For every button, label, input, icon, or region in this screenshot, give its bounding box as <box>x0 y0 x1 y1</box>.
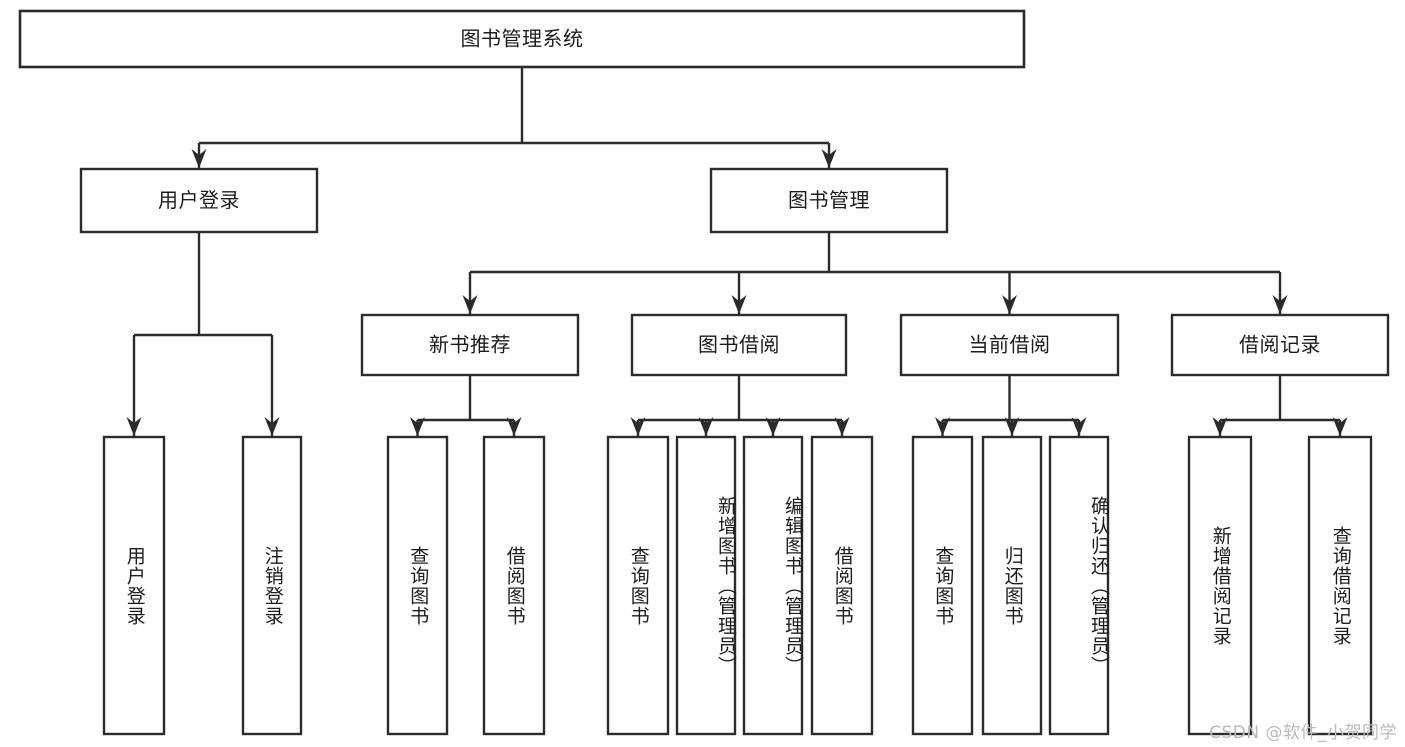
node-box <box>102 435 166 736</box>
edge-arrowhead <box>765 417 781 436</box>
csdn-watermark: CSDN @软件_小贺同学 <box>1209 723 1397 743</box>
node-box <box>742 435 804 736</box>
edge-arrowhead <box>191 149 207 168</box>
edge-arrowhead <box>1002 295 1017 314</box>
edge-arrowhead <box>821 149 837 168</box>
edge-arrowhead <box>1212 417 1228 436</box>
edge-arrowhead <box>630 417 646 436</box>
edge-arrowhead <box>410 417 425 436</box>
node-borrow-record[interactable]: 借阅记录 <box>1170 313 1390 377</box>
node-leaf-add-record[interactable] <box>1187 435 1253 736</box>
node-label: 图书借阅 <box>698 333 780 357</box>
node-label: 图书管理 <box>788 188 870 212</box>
node-book-mgmt[interactable]: 图书管理 <box>709 167 949 234</box>
node-leaf-query-book-2[interactable] <box>606 435 670 736</box>
edge-arrowhead <box>698 417 714 436</box>
edge-arrowhead <box>834 417 850 436</box>
edge-arrowhead <box>731 295 747 314</box>
node-box <box>1187 435 1253 736</box>
node-label: 当前借阅 <box>969 333 1051 357</box>
node-box <box>79 167 319 234</box>
node-leaf-user-login[interactable] <box>102 435 166 736</box>
node-new-book-rec[interactable]: 新书推荐 <box>360 313 580 377</box>
node-box <box>1307 435 1373 736</box>
edge-arrowhead <box>126 417 142 436</box>
node-leaf-query-record[interactable] <box>1307 435 1373 736</box>
node-current-borrow[interactable]: 当前借阅 <box>899 313 1120 377</box>
edge-arrowhead <box>935 417 950 436</box>
node-label: 用户登录 <box>158 188 240 212</box>
node-leaf-add-book[interactable] <box>675 435 737 736</box>
node-box <box>386 435 449 736</box>
edge-arrowhead <box>1272 295 1288 314</box>
node-box <box>1048 435 1110 736</box>
node-label: 借阅记录 <box>1239 333 1321 357</box>
node-leaf-return-book[interactable] <box>981 435 1043 736</box>
edge-arrowhead <box>1332 417 1348 436</box>
node-box <box>630 313 848 377</box>
node-box <box>606 435 670 736</box>
node-box <box>981 435 1043 736</box>
node-leaf-borrow-book-2[interactable] <box>810 435 874 736</box>
node-leaf-query-book-3[interactable] <box>911 435 974 736</box>
node-leaf-query-book-1[interactable] <box>386 435 449 736</box>
edge-layer <box>126 67 1348 436</box>
edge-arrowhead <box>462 295 478 314</box>
edge-arrowhead <box>1071 417 1087 436</box>
node-leaf-confirm-return[interactable] <box>1048 435 1110 736</box>
node-box <box>18 9 1026 69</box>
node-user-login[interactable]: 用户登录 <box>79 167 319 234</box>
node-box <box>482 435 546 736</box>
node-box <box>911 435 974 736</box>
node-book-borrow[interactable]: 图书借阅 <box>630 313 848 377</box>
node-label: 新书推荐 <box>429 333 511 357</box>
node-box <box>899 313 1120 377</box>
node-label: 图书管理系统 <box>461 27 584 51</box>
node-box <box>241 435 303 736</box>
node-leaf-edit-book[interactable] <box>742 435 804 736</box>
node-box <box>675 435 737 736</box>
node-box <box>709 167 949 234</box>
edge-arrowhead <box>1004 417 1020 436</box>
node-box <box>1170 313 1390 377</box>
node-leaf-borrow-book-1[interactable] <box>482 435 546 736</box>
node-root[interactable]: 图书管理系统 <box>18 9 1026 69</box>
edge-arrowhead <box>264 417 280 436</box>
node-box <box>810 435 874 736</box>
node-leaf-user-logout[interactable] <box>241 435 303 736</box>
node-box <box>360 313 580 377</box>
edge-arrowhead <box>506 417 522 436</box>
